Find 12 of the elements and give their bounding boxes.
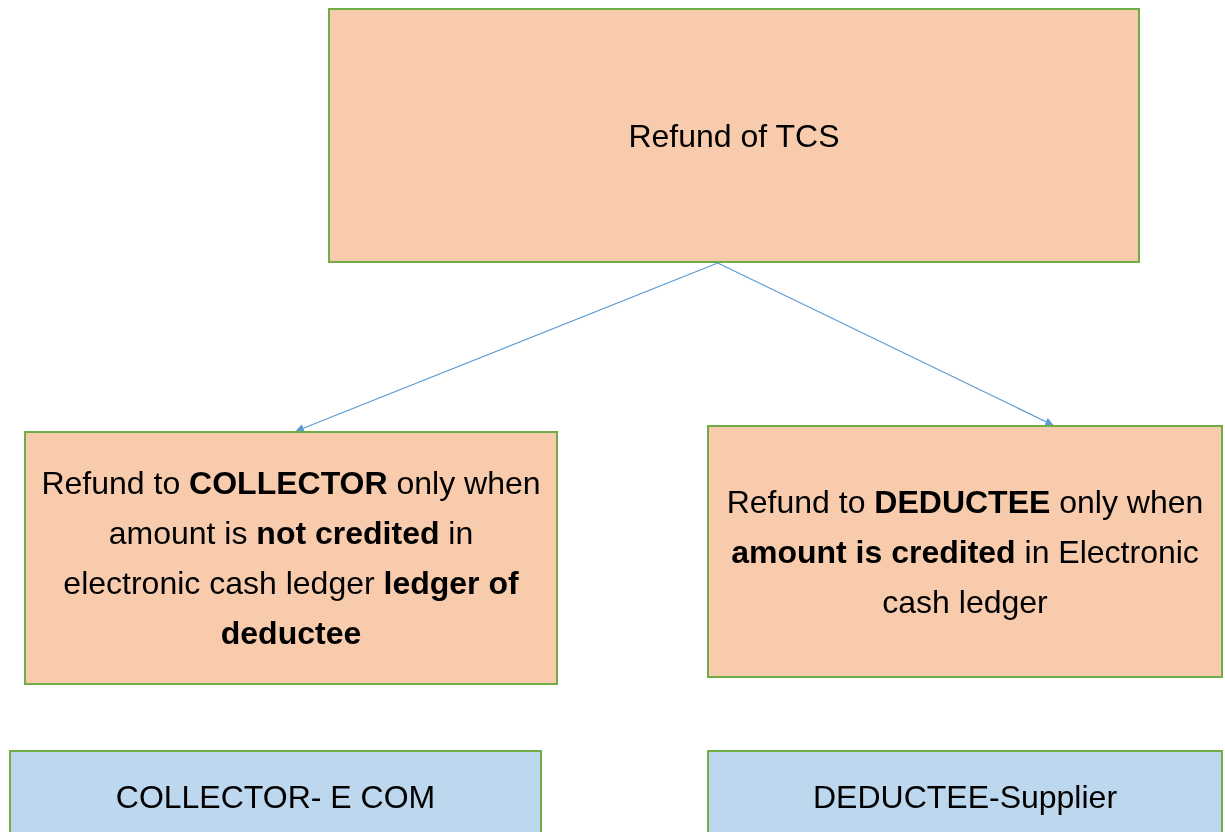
arrow: [295, 262, 719, 433]
arrow: [717, 262, 1054, 426]
box-text: Refund to COLLECTOR only when amount is not credited in electronic cash ledger ledger of deductee: [40, 464, 542, 653]
process-box: [707, 750, 1223, 832]
process-box: [707, 425, 1223, 678]
box-text: Refund of TCS: [628, 116, 840, 156]
process-box: [24, 431, 558, 685]
box-text: COLLECTOR- E COM: [115, 778, 436, 817]
box-text: DEDUCTEE-Supplier: [812, 778, 1118, 817]
process-box: [328, 8, 1140, 263]
box-text: Refund to DEDUCTEE only when amount is credited in Electronic cash ledger: [725, 482, 1205, 622]
process-box: [9, 750, 542, 832]
